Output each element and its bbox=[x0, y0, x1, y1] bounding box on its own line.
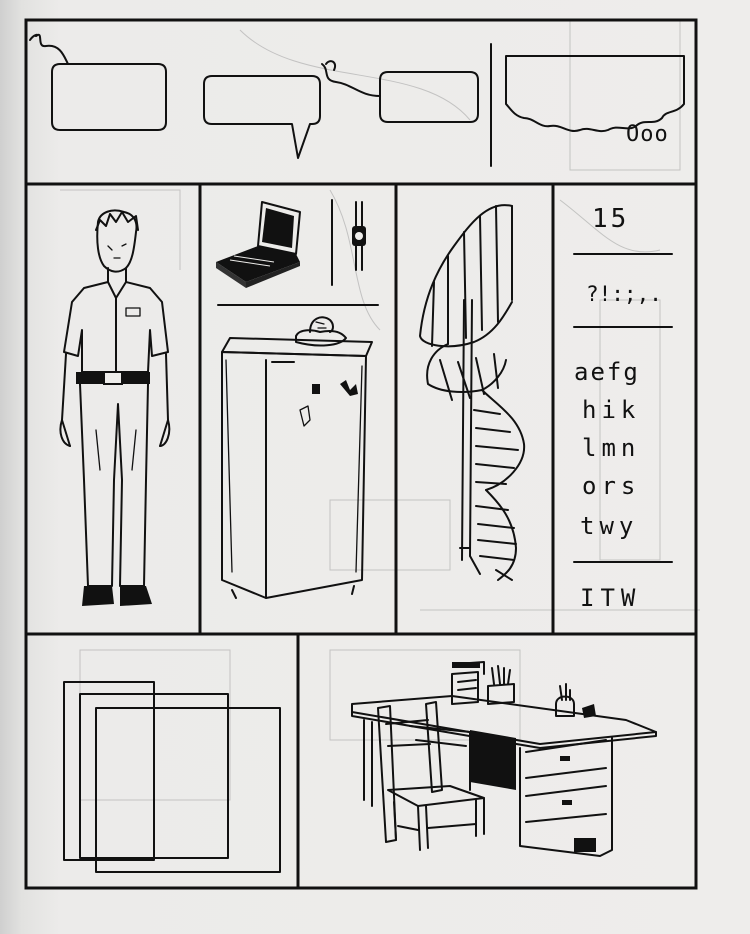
alphabet-row-lmn: lmn bbox=[582, 434, 641, 462]
refrigerator-drawing bbox=[221, 337, 373, 599]
speech-balloon-linked bbox=[321, 60, 479, 123]
speech-balloon-tailed-line bbox=[29, 33, 167, 131]
alphabet-row-twy: twy bbox=[580, 512, 639, 540]
standing-man-figure bbox=[59, 209, 171, 606]
overlapping-squares-drawing bbox=[63, 681, 281, 873]
desk-and-chair-drawing bbox=[351, 661, 657, 857]
alphabet-row-hik: hik bbox=[582, 396, 641, 424]
panel-grid bbox=[24, 18, 698, 890]
capitals-lettering: ITW bbox=[580, 584, 642, 612]
speech-balloon-pointed bbox=[203, 75, 321, 159]
laptop-drawing bbox=[216, 201, 301, 288]
numbers-lettering: 15 bbox=[592, 204, 630, 234]
wooden-chair-drawing bbox=[377, 701, 485, 851]
alphabet-row-ors: ors bbox=[582, 472, 641, 500]
spiral-staircase-drawing bbox=[419, 204, 526, 581]
punctuation-lettering: ?!:;,. bbox=[586, 282, 662, 306]
hat-drawing bbox=[295, 316, 347, 347]
thought-balloon bbox=[505, 55, 685, 133]
wristwatch-drawing bbox=[352, 201, 366, 271]
thought-sound-lettering: Ooo bbox=[626, 122, 669, 147]
alphabet-row-aefg: aefg bbox=[574, 358, 640, 386]
